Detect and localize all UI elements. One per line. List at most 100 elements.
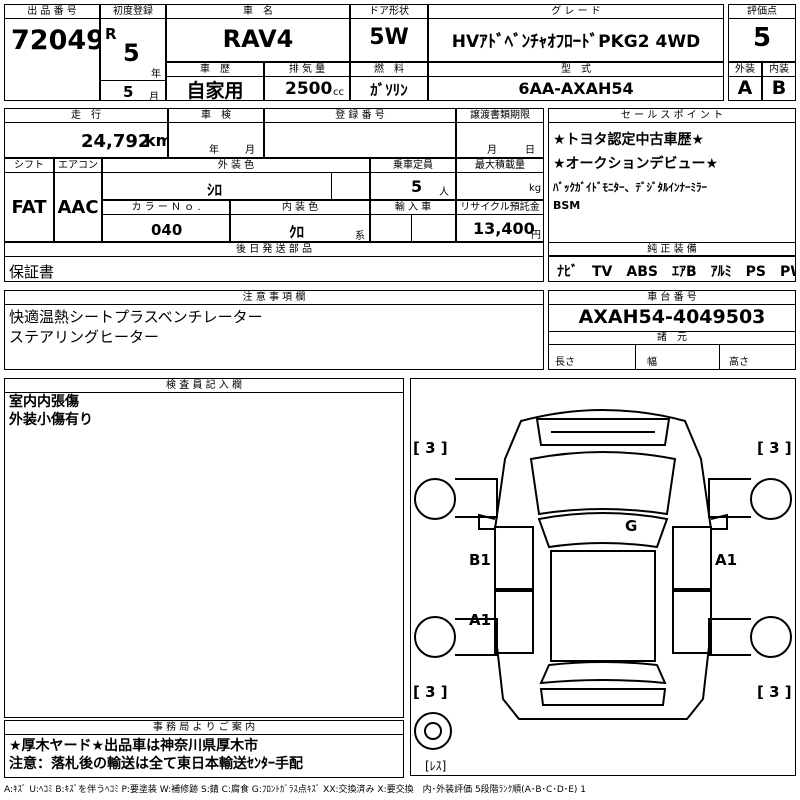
int-color-value: ｸﾛ xyxy=(289,223,305,241)
max-load-label: 最大積載量 xyxy=(457,159,543,173)
inspection-month-unit: 月 xyxy=(245,145,255,156)
tyre-rear-left: [ 3 ] xyxy=(413,683,448,701)
transfer-doc-box: 譲渡書類期限 月 日 xyxy=(456,108,544,158)
office-box: 事 務 局 よ り ご 案 内 ★厚木ヤード★出品車は神奈川県厚木市 注意：落札… xyxy=(4,720,404,778)
car-outline xyxy=(414,409,792,750)
chassis-value: AXAH54-4049503 xyxy=(578,306,766,328)
transfer-doc-month-unit: 月 xyxy=(487,145,497,156)
recycle-label: リサイクル預託金 xyxy=(457,201,543,215)
capacity-value: 5 xyxy=(411,177,423,196)
shift-value: FAT xyxy=(11,197,47,218)
score-box: 評価点 5 xyxy=(728,4,796,62)
reg-no-box: 登 録 番 号 xyxy=(264,108,456,158)
tyre-front-left: [ 3 ] xyxy=(413,439,448,457)
equipment-box: 純 正 装 備 ﾅﾋﾞ TV ABS ｴｱB ｱﾙﾐ PS PW xyxy=(548,242,796,282)
parts-later-label: 後 日 発 送 部 品 xyxy=(5,243,543,257)
interior-grade-box: 内装 B xyxy=(762,62,796,101)
divider xyxy=(719,345,720,369)
sales-point-line-3: ﾊﾞｯｸｶﾞｲﾄﾞﾓﾆﾀｰ、ﾃﾞｼﾞﾀﾙｲﾝﾅｰﾐﾗｰ xyxy=(553,181,707,194)
specs-width: 幅 xyxy=(647,357,657,368)
recycle-unit: 円 xyxy=(531,230,541,241)
parts-later-value: 保証書 xyxy=(9,263,55,281)
mark-left-front: B1 xyxy=(469,551,491,569)
chassis-box: 車 台 番 号 AXAH54-4049503 諸 元 長さ 幅 高さ xyxy=(548,290,796,370)
specs-length: 長さ xyxy=(555,357,575,368)
displacement-box: 排 気 量 2500 cc xyxy=(264,62,350,101)
aircon-box: エアコン AAC xyxy=(54,158,102,242)
divider xyxy=(101,80,165,81)
sales-point-box: セ ー ル ス ポ イ ン ト ★トヨタ認定中古車歴★ ★オークションデビュー★… xyxy=(548,108,796,256)
transfer-doc-day-unit: 日 xyxy=(525,145,535,156)
aircon-label: エアコン xyxy=(55,159,101,173)
capacity-unit: 人 xyxy=(439,187,449,198)
model-box: 型 式 6AA-AXAH54 xyxy=(428,62,724,101)
exterior-grade-label: 外装 xyxy=(729,63,761,77)
int-color-unit: 系 xyxy=(355,231,365,242)
first-reg-month: 5 xyxy=(123,83,134,101)
car-name-box: 車 名 RAV4 xyxy=(166,4,350,62)
notes-value: 快適温熱シートプラスベンチレーター ステアリングヒーター xyxy=(9,308,263,346)
car-name-value: RAV4 xyxy=(222,25,294,53)
mileage-value: 24,792 xyxy=(81,131,151,152)
lot-box: 出 品 番 号 72049 xyxy=(4,4,100,101)
divider xyxy=(549,331,795,332)
transfer-doc-label: 譲渡書類期限 xyxy=(457,109,543,123)
score-label: 評価点 xyxy=(729,5,795,19)
max-load-box: 最大積載量 kg xyxy=(456,158,544,200)
specs-label: 諸 元 xyxy=(549,331,795,345)
spare-tyre-label: [ﾚｽ] xyxy=(425,759,447,773)
grade-value: HVｱﾄﾞﾍﾞﾝﾁｬｵﾌﾛｰﾄﾞPKG2 4WD xyxy=(451,32,701,52)
inspection-box: 車 検 年 月 xyxy=(168,108,264,158)
sales-point-label: セ ー ル ス ポ イ ン ト xyxy=(549,109,795,123)
doors-label: ドア形状 xyxy=(351,5,427,19)
color-no-label: カ ラ ー Ｎ ｏ . xyxy=(103,201,229,215)
max-load-unit: kg xyxy=(529,183,542,194)
color-no-box: カ ラ ー Ｎ ｏ . 040 xyxy=(102,200,230,242)
inspector-label: 検 査 員 記 入 欄 xyxy=(5,379,403,393)
car-name-label: 車 名 xyxy=(167,5,349,19)
interior-grade-label: 内装 xyxy=(763,63,795,77)
model-label: 型 式 xyxy=(429,63,723,77)
interior-grade-value: B xyxy=(771,77,787,99)
displacement-label: 排 気 量 xyxy=(265,63,349,77)
first-reg-month-unit: 月 xyxy=(149,92,159,101)
mark-glass: G xyxy=(625,517,638,535)
notes-label: 注 意 事 項 欄 xyxy=(5,291,543,305)
inspection-label: 車 検 xyxy=(169,109,263,123)
score-value: 5 xyxy=(752,23,772,53)
fuel-value: ｶﾞｿﾘﾝ xyxy=(370,81,408,99)
history-box: 車 歴 自家用 xyxy=(166,62,264,101)
color-no-value: 040 xyxy=(151,221,183,239)
import-label: 輸 入 車 xyxy=(371,201,455,215)
exterior-grade-box: 外装 A xyxy=(728,62,762,101)
fuel-label: 燃 料 xyxy=(351,63,427,77)
legend: A:ｷｽﾞ U:ﾍｺﾐ B:ｷｽﾞを伴うﾍｺﾐ P:要塗装 W:補修跡 S:錆 … xyxy=(4,785,587,795)
grade-label: グ レ ー ド xyxy=(429,5,723,19)
chassis-label: 車 台 番 号 xyxy=(549,291,795,305)
inspection-year-unit: 年 xyxy=(209,145,219,156)
displacement-value: 2500 xyxy=(285,79,333,99)
divider xyxy=(635,345,636,369)
fuel-box: 燃 料 ｶﾞｿﾘﾝ xyxy=(350,62,428,101)
lot-label: 出 品 番 号 xyxy=(5,5,99,19)
mark-left-rear: A1 xyxy=(469,611,492,629)
tyre-rear-right: [ 3 ] xyxy=(757,683,792,701)
lot-number: 72049 xyxy=(11,25,100,56)
equipment-value: ﾅﾋﾞ TV ABS ｴｱB ｱﾙﾐ PS PW xyxy=(557,264,796,280)
import-box: 輸 入 車 xyxy=(370,200,456,242)
ext-color-value: ｼﾛ xyxy=(207,181,223,199)
tyre-front-right: [ 3 ] xyxy=(757,439,792,457)
first-reg-box: 初度登録 R 5 年 5 月 xyxy=(100,4,166,101)
inspector-box: 検 査 員 記 入 欄 室内内張傷 外装小傷有り xyxy=(4,378,404,718)
doors-value: 5W xyxy=(369,25,409,50)
sales-point-line-2: ★オークションデビュー★ xyxy=(553,156,719,172)
office-label: 事 務 局 よ り ご 案 内 xyxy=(5,721,403,735)
sales-point-line-1: ★トヨタ認定中古車歴★ xyxy=(553,132,705,148)
mileage-unit: km xyxy=(145,131,167,150)
mileage-label: 走 行 xyxy=(5,109,167,123)
history-label: 車 歴 xyxy=(167,63,263,77)
divider xyxy=(331,173,332,199)
model-value: 6AA-AXAH54 xyxy=(518,79,634,98)
int-color-box: 内 装 色 ｸﾛ 系 xyxy=(230,200,370,242)
first-reg-label: 初度登録 xyxy=(101,5,165,19)
